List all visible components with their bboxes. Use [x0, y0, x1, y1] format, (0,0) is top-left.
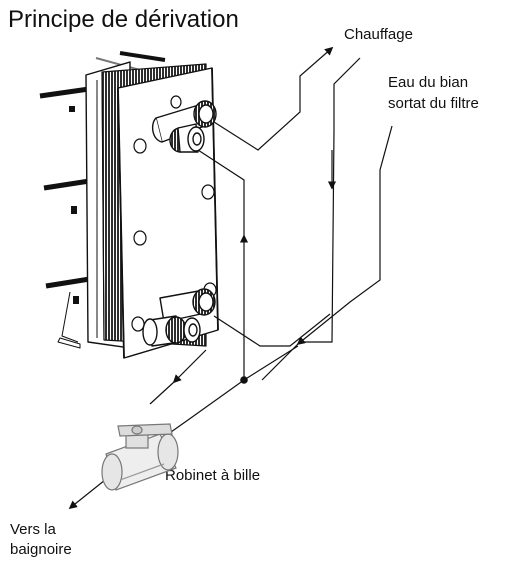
- heating-out-line: [213, 46, 334, 151]
- pipework: [68, 46, 393, 510]
- pool-water-label: Eau du bian sortat du filtre: [388, 74, 479, 112]
- heating-label: Chauffage: [344, 26, 413, 43]
- exchanger-outlet-line: [172, 349, 207, 384]
- diagram-title: Principe de dérivation: [8, 6, 239, 33]
- upper-connectors: [151, 100, 217, 153]
- heating-in-line: [213, 57, 361, 381]
- lower-connectors: [142, 288, 216, 347]
- to-pool-label: Vers la baignoire: [10, 521, 72, 558]
- ball-valve-icon: [101, 423, 179, 491]
- ball-valve-label: Robinet à bille: [165, 467, 261, 484]
- pool-water-line: [296, 125, 393, 346]
- plate-heat-exchanger: [39, 51, 219, 359]
